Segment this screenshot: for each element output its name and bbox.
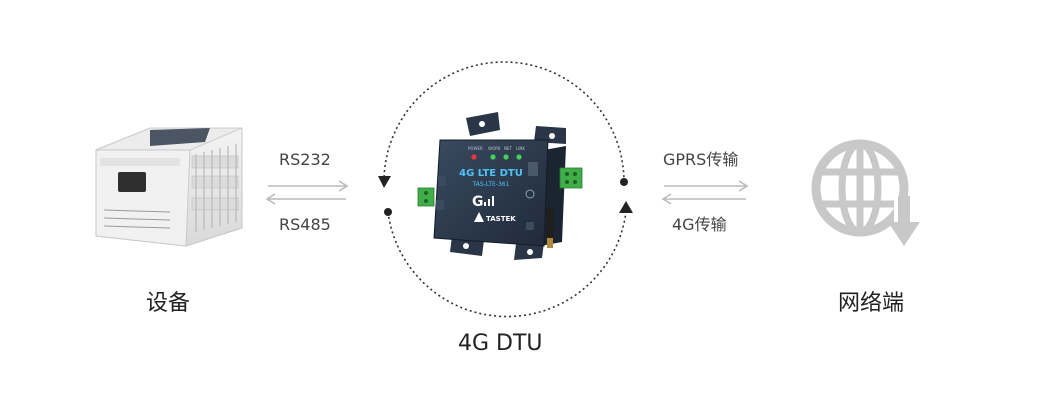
dtu-screen-title: 4G LTE DTU: [459, 168, 523, 179]
terminal-right-icon: [559, 167, 583, 189]
terminal-left-icon: [417, 187, 435, 207]
dtu-device-image: POWER WORK NET LINK 4G LTE DTU TAS-LTE-3…: [417, 112, 583, 260]
link-label-left-top: RS232: [279, 150, 331, 169]
arrow-left-bottom: [265, 193, 346, 205]
link-label-right-bottom: 4G传输: [672, 215, 727, 234]
globe-download-icon: [811, 139, 920, 246]
svg-text:WORK: WORK: [488, 146, 501, 151]
arrow-left-top: [268, 180, 349, 192]
node-label-device: 设备: [146, 291, 191, 316]
svg-text:NET: NET: [504, 146, 513, 151]
antenna-connector-icon: [546, 208, 554, 248]
node-label-network: 网络端: [838, 291, 905, 316]
cycle-arrow-top: [378, 61, 628, 188]
svg-text:POWER: POWER: [468, 146, 483, 151]
svg-text:LINK: LINK: [516, 146, 525, 151]
link-label-left-bottom: RS485: [279, 215, 331, 234]
dtu-brand-text: TASTEK: [486, 215, 516, 223]
signal-logo-icon: G: [472, 194, 494, 210]
brand-logo-icon: [474, 212, 484, 222]
cycle-arrow-bottom: [384, 201, 633, 318]
dtu-model-text: TAS-LTE-361: [472, 181, 510, 188]
arrow-right-top: [664, 180, 749, 192]
plc-device-image: [95, 127, 243, 247]
arrow-right-bottom: [661, 193, 746, 205]
link-label-right-top: GPRS传输: [663, 150, 739, 169]
svg-text:G: G: [472, 194, 484, 210]
node-label-dtu: 4G DTU: [458, 331, 543, 356]
